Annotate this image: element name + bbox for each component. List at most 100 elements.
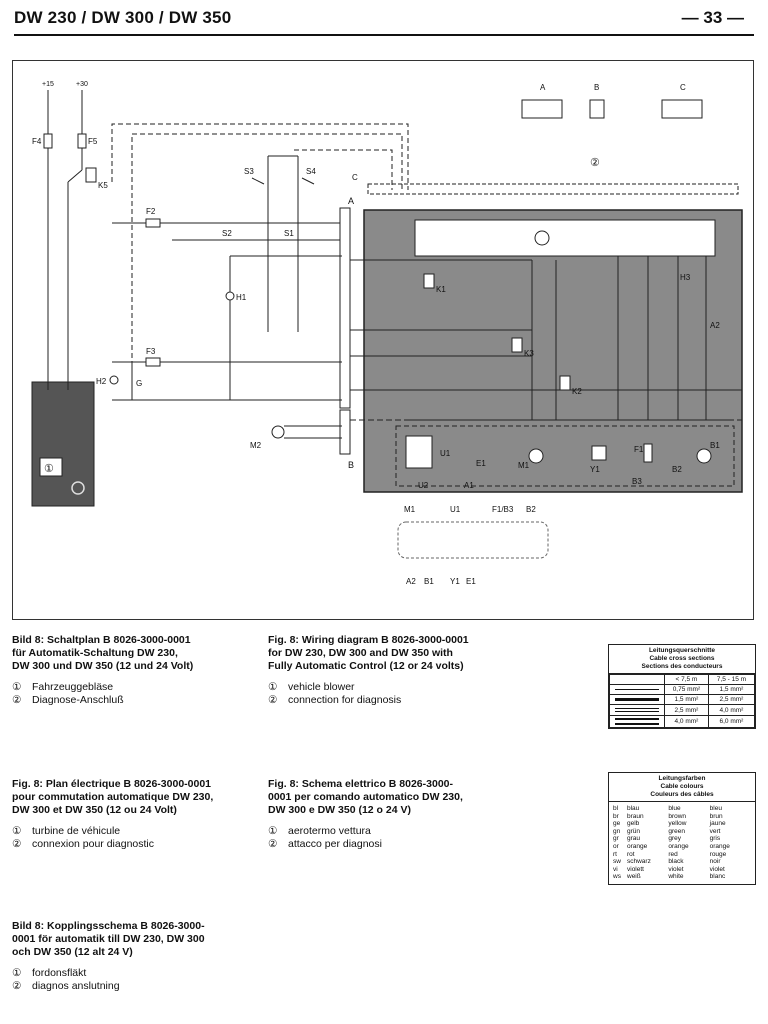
colour-de: grau [627,835,641,843]
relay-k3 [511,337,523,353]
colour-de: violett [627,865,644,873]
m1-label: M1 [518,461,530,470]
cross-section-value: 2,5 mm² [707,694,756,705]
colour-de: rot [627,850,635,858]
colour-fr: brun [709,812,723,820]
connector-strip-b [339,409,351,455]
strip-a-label: A [348,196,354,206]
detail-heater-outline [397,521,549,559]
cross-section-title-de: Leitungsquerschnitte [648,647,716,654]
s4-label: S4 [306,167,316,176]
diagram-frame [12,60,754,620]
legend-number: ② [12,694,22,706]
connector-c-icon [661,99,703,119]
connector-strip-a [339,207,351,409]
caption-french: Fig. 8: Plan électrique B 8026-3000-0001… [12,778,262,851]
line-weight-3-icon [615,708,659,712]
circle-2-label: ② [590,157,600,169]
component-u1 [405,435,433,469]
legend-text: connexion pour diagnostic [32,838,155,850]
colour-code: br [613,812,619,820]
fuse-f2 [145,218,161,228]
legend-text: connection for diagnosis [288,694,402,706]
motor-m1 [528,448,544,464]
f3-label: F3 [146,347,156,356]
caption-german-title: Bild 8: Schaltplan B 8026-3000-0001 für … [12,634,194,672]
caption-english-title: Fig. 8: Wiring diagram B 8026-3000-0001 … [268,634,469,672]
g-label: G [136,379,142,388]
detail-y1-label: Y1 [450,577,460,586]
b2-label: B2 [672,465,682,474]
circle-1-label: ① [44,463,54,475]
s1-label: S1 [284,229,294,238]
colour-en: yellow [668,820,687,828]
legend-text: vehicle blower [288,681,355,693]
colour-code: bl [613,805,619,812]
page-number: — 33 — [681,8,744,27]
colour-code: gr [613,835,619,843]
legend-number: ② [12,838,22,850]
line-weight-1-icon [615,689,659,690]
legend-number: ① [12,681,22,693]
colour-fr: violet [709,865,725,873]
conn-b-label: B [594,83,599,92]
colour-fr: blanc [709,873,726,881]
cross-section-title-en: Cable cross sections [649,655,715,662]
colour-fr: orange [709,842,730,850]
page-title: DW 230 / DW 300 / DW 350 [14,8,232,27]
colour-en: red [668,850,678,858]
legend-text: Fahrzeuggebläse [32,681,114,693]
detail-b1-label: B1 [424,577,434,586]
fuse-f4 [43,133,53,149]
legend-text: Diagnose-Anschluß [32,694,124,706]
colour-code: or [613,842,619,850]
relay-k2 [559,375,571,391]
caption-swedish: Bild 8: Kopplingsschema B 8026-3000- 000… [12,920,262,993]
detail-u1-label: U1 [450,505,461,514]
detail-a2-label: A2 [406,577,416,586]
f5-label: F5 [88,137,98,146]
colour-en: orange [668,842,689,850]
legend-number: ① [12,967,22,979]
colour-fr: gris [709,835,721,843]
caption-german: Bild 8: Schaltplan B 8026-3000-0001 für … [12,634,262,707]
transistor-symbol [534,230,550,246]
y1-label: Y1 [590,465,600,474]
plus30-label: +30 [76,81,88,88]
f2-label: F2 [146,207,156,216]
cross-section-table: Leitungsquerschnitte Cable cross section… [608,644,756,729]
colour-en: brown [668,812,687,820]
detail-m1-label: M1 [404,505,416,514]
strip-b-label: B [348,460,354,470]
cross-section-value: 1,5 mm² [664,694,709,705]
detail-f1b3-label: F1/B3 [492,505,514,514]
cross-section-value: 4,0 mm² [707,704,756,716]
relay-k5 [85,167,97,183]
colour-code: gn [613,827,621,835]
sensor-b1 [696,448,712,464]
colour-fr: noir [709,858,721,866]
conn-a-label: A [540,83,546,92]
s2-label: S2 [222,229,232,238]
cross-section-value: 4,0 mm² [664,715,709,728]
lamp-h2 [109,375,119,385]
detail-b2-label: B2 [526,505,536,514]
k3-label: K3 [524,349,534,358]
valve-y1 [591,445,607,461]
a1-label: A1 [464,481,474,490]
e1-label: E1 [476,459,486,468]
colour-fr: jaune [709,820,726,828]
colour-de: braun [627,812,644,820]
legend-text: fordonsfläkt [32,967,87,979]
length-short-header: < 7,5 m [664,674,709,685]
relay-k1 [423,273,435,289]
s3-label: S3 [244,167,254,176]
area-a1 [395,425,735,487]
u2-label: U2 [418,481,429,490]
length-long-header: 7,5 - 15 m [707,674,756,685]
caption-swedish-title: Bild 8: Kopplingsschema B 8026-3000- 000… [12,920,205,958]
k2-label: K2 [572,387,582,396]
cross-section-value: 0,75 mm² [664,684,709,695]
b1-label: B1 [710,441,720,450]
h3-label: H3 [680,273,691,282]
